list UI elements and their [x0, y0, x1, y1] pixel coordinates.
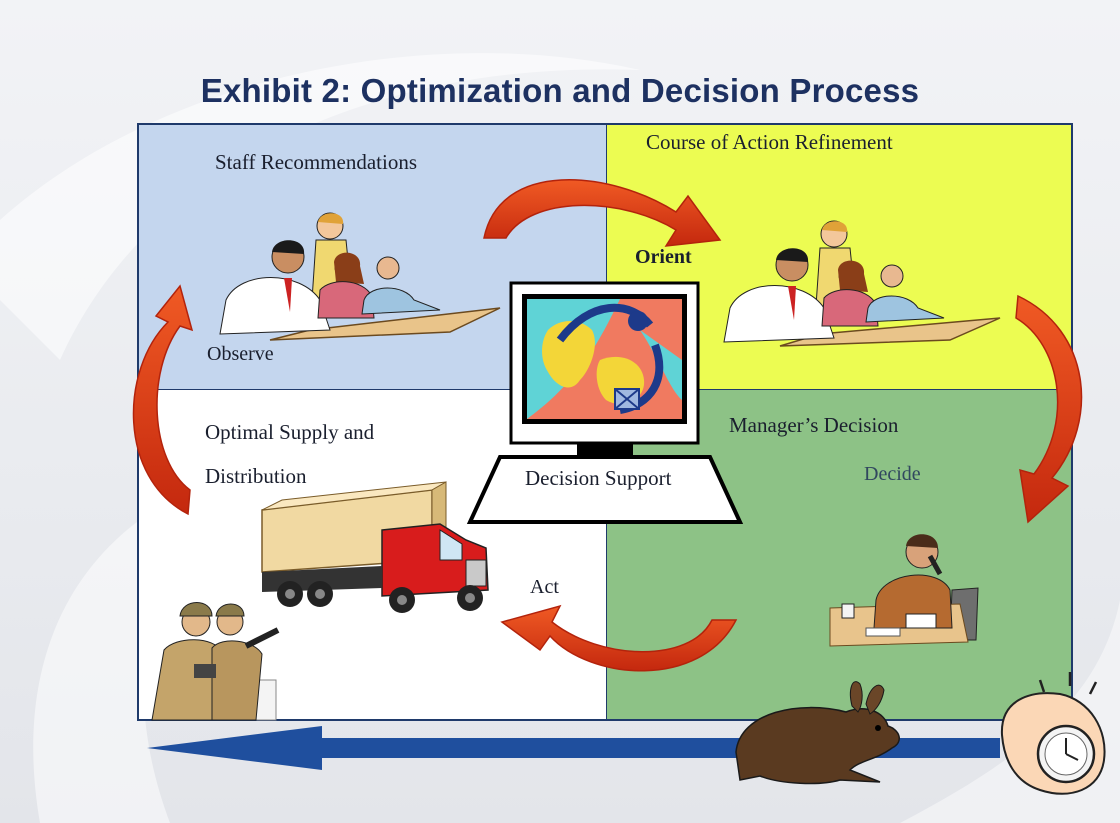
observe-label: Observe — [207, 343, 274, 365]
page-title: Exhibit 2: Optimization and Decision Pro… — [200, 72, 920, 109]
managers-decision-label: Manager’s Decision — [729, 413, 899, 437]
optimal-supply-label-line2: Distribution — [205, 464, 307, 488]
optimal-supply-label-line1: Optimal Supply and — [205, 420, 375, 444]
quadrant-decide — [606, 389, 1071, 719]
orient-label: Orient — [635, 246, 692, 268]
decide-label: Decide — [864, 463, 921, 485]
course-of-action-label: Course of Action Refinement — [646, 130, 893, 154]
act-label: Act — [530, 576, 559, 598]
staff-recommendations-label: Staff Recommendations — [215, 150, 417, 174]
vertical-divider — [606, 125, 607, 719]
decision-support-label: Decision Support — [525, 466, 672, 490]
horizontal-divider — [139, 389, 1071, 390]
